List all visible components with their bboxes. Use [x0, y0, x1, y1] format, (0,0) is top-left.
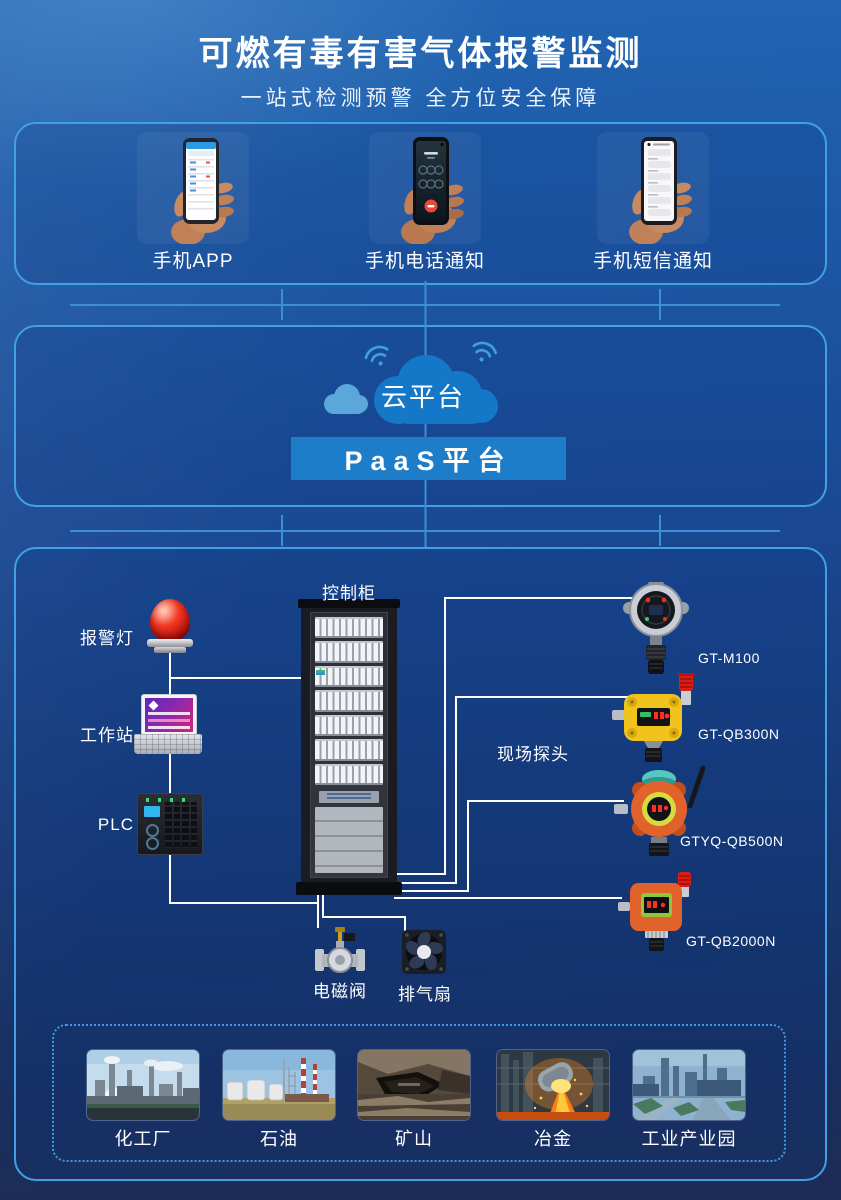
industry-label-metallurgy: 冶金 — [534, 1129, 572, 1149]
phone-call-card — [369, 132, 481, 244]
laptop-screen-bar — [148, 719, 190, 722]
plc-unit — [137, 793, 203, 855]
beacon-ring — [147, 639, 193, 647]
cabinet-top — [298, 599, 400, 608]
industry-photo-mine — [358, 1050, 470, 1120]
phone-sms-card — [597, 132, 709, 244]
phone-app-icon — [171, 138, 234, 244]
cloud-platform-label: 云平台 — [380, 382, 465, 412]
laptop-logo — [148, 700, 159, 711]
cloud-icon — [324, 341, 498, 424]
plc-label: PLC — [97, 815, 134, 834]
industry-label-industrial-park: 工业产业园 — [641, 1129, 737, 1149]
detector-gt-m100 — [623, 582, 689, 674]
exhaust-fan-label: 排气扇 — [398, 985, 452, 1004]
detector-gt-qb300n-label: GT-QB300N — [698, 726, 780, 742]
detector-gt-qb2000n-label: GT-QB2000N — [686, 933, 776, 949]
exhaust-fan — [402, 930, 446, 974]
industry-photo-industrial-park — [633, 1050, 745, 1120]
cabinet-inner-panel — [310, 612, 388, 878]
laptop-display — [145, 698, 193, 732]
detector-gt-m100-label: GT-M100 — [698, 650, 760, 666]
solenoid-valve-label: 电磁阀 — [313, 982, 367, 1001]
control-cabinet — [296, 599, 402, 895]
beacon-foot — [154, 647, 186, 653]
alarm-light-label: 报警灯 — [80, 629, 134, 648]
industries-container — [52, 1024, 786, 1162]
detector-gtyq-qb500n-label: GTYQ-QB500N — [680, 833, 784, 849]
page-title: 可燃有毒有害气体报警监测 — [198, 35, 643, 73]
plc-screen — [144, 806, 160, 817]
phone-sms-label: 手机短信通知 — [592, 251, 713, 272]
laptop-screen — [141, 694, 197, 736]
cabinet-label: 控制柜 — [322, 584, 376, 603]
cabinet-nameplate — [319, 791, 379, 803]
industry-photo-petroleum — [223, 1050, 335, 1120]
industry-photo-chemical-plant — [87, 1050, 199, 1120]
beacon-dome — [150, 599, 190, 641]
detector-gt-qb2000n — [618, 872, 691, 951]
cabinet-module-rows — [315, 617, 383, 785]
paas-platform-bar: PaaS平台 — [291, 437, 566, 480]
page-subtitle: 一站式检测预警 全方位安全保障 — [240, 87, 601, 110]
laptop-keyboard — [134, 734, 202, 754]
detector-gt-qb300n — [612, 673, 695, 762]
cabinet-blank-panels — [315, 807, 383, 873]
plc-knob — [146, 837, 159, 850]
plc-drive-bays — [165, 802, 197, 848]
industry-photo-metallurgy — [497, 1050, 609, 1120]
laptop-screen-bar — [148, 712, 190, 715]
industry-label-petroleum: 石油 — [260, 1129, 298, 1149]
phone-app-card — [137, 132, 249, 244]
cabinet-active-module — [316, 670, 325, 675]
workstation-laptop — [134, 694, 202, 758]
laptop-screen-bar — [148, 726, 190, 729]
solenoid-valve — [315, 927, 365, 973]
wifi-signal-icon — [364, 341, 498, 366]
industry-label-chemical-plant: 化工厂 — [114, 1129, 172, 1149]
phone-call-icon — [401, 137, 464, 244]
workstation-label: 工作站 — [80, 726, 134, 745]
phone-call-label: 手机电话通知 — [364, 251, 485, 272]
main-cloud-icon — [374, 355, 498, 424]
small-cloud-icon — [324, 384, 368, 414]
field-probes-label: 现场探头 — [497, 745, 569, 764]
alarm-beacon — [146, 599, 194, 653]
phone-app-label: 手机APP — [152, 251, 234, 272]
plc-knob — [146, 824, 159, 837]
phone-sms-icon — [629, 137, 692, 244]
industry-label-mine: 矿山 — [395, 1129, 433, 1149]
cabinet-base — [296, 882, 402, 895]
